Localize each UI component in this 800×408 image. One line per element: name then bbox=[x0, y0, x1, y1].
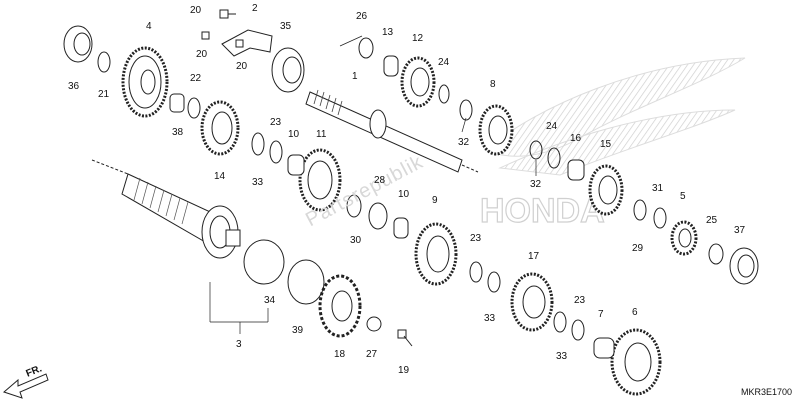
gear-9 bbox=[414, 222, 458, 286]
part-label-p33a: 33 bbox=[252, 177, 264, 188]
gear-17 bbox=[510, 272, 554, 332]
part-label-p16: 16 bbox=[570, 133, 582, 144]
part-label-p19: 19 bbox=[398, 365, 410, 376]
gear-12 bbox=[400, 56, 436, 108]
part-label-p11: 11 bbox=[316, 129, 327, 140]
part-label-p22: 22 bbox=[190, 73, 202, 84]
gear-6 bbox=[610, 328, 662, 396]
part-label-p23b: 23 bbox=[470, 233, 482, 244]
gear-4 bbox=[121, 46, 169, 118]
part-label-p2: 2 bbox=[252, 3, 258, 14]
collars bbox=[169, 55, 615, 359]
part-label-p33b: 33 bbox=[484, 313, 496, 324]
bracket-2 bbox=[221, 29, 273, 57]
diagram-code: MKR3E1700 bbox=[740, 387, 792, 397]
bearing-35 bbox=[271, 47, 305, 93]
part-label-p26: 26 bbox=[356, 11, 368, 22]
part-label-p4: 4 bbox=[146, 21, 152, 32]
part-label-p10a: 10 bbox=[288, 129, 300, 140]
part-label-p1: 1 bbox=[352, 71, 358, 82]
part-label-p30: 30 bbox=[350, 235, 362, 246]
part-label-p15: 15 bbox=[600, 139, 612, 150]
part-label-p20c: 20 bbox=[236, 61, 248, 72]
honda-wing-logo: HONDA bbox=[479, 57, 746, 231]
part-label-p29: 29 bbox=[632, 243, 644, 254]
washers-and-circlips bbox=[97, 37, 724, 341]
part-label-p20b: 20 bbox=[196, 49, 208, 60]
gear-15 bbox=[588, 164, 624, 216]
gear-5 bbox=[670, 220, 698, 256]
leader-lines bbox=[209, 35, 537, 334]
bolts bbox=[201, 9, 413, 347]
part-label-p36: 36 bbox=[68, 81, 80, 92]
part-label-p24b: 24 bbox=[546, 121, 558, 132]
part-label-p34: 34 bbox=[264, 295, 276, 306]
part-label-p10b: 10 bbox=[398, 189, 410, 200]
mainshaft bbox=[305, 89, 479, 173]
part-label-p20a: 20 bbox=[190, 5, 202, 16]
gear-11 bbox=[298, 148, 342, 212]
sprocket-18 bbox=[318, 274, 362, 338]
part-label-p24a: 24 bbox=[438, 57, 450, 68]
part-label-p35: 35 bbox=[280, 21, 292, 32]
part-label-p18: 18 bbox=[334, 349, 346, 360]
part-label-p38: 38 bbox=[172, 127, 184, 138]
part-label-p21: 21 bbox=[98, 89, 110, 100]
part-label-p6: 6 bbox=[632, 307, 638, 318]
part-label-p17: 17 bbox=[528, 251, 540, 262]
part-label-p33c: 33 bbox=[556, 351, 568, 362]
part-label-p14: 14 bbox=[214, 171, 226, 182]
part-label-p27: 27 bbox=[366, 349, 378, 360]
part-label-p31: 31 bbox=[652, 183, 664, 194]
brand-wordmark: HONDA bbox=[480, 192, 605, 230]
gear-14 bbox=[200, 100, 240, 156]
bearing-37 bbox=[729, 247, 759, 285]
part-label-p39: 39 bbox=[292, 325, 304, 336]
part-label-p28: 28 bbox=[374, 175, 386, 186]
front-direction-arrow bbox=[3, 373, 49, 399]
bearing-36 bbox=[63, 25, 93, 63]
part-label-p37: 37 bbox=[734, 225, 746, 236]
part-label-p7: 7 bbox=[598, 309, 604, 320]
part-label-p23c: 23 bbox=[574, 295, 586, 306]
gear-8 bbox=[478, 104, 514, 156]
part-label-p32b: 32 bbox=[530, 179, 542, 190]
part-label-p12: 12 bbox=[412, 33, 424, 44]
part-label-p25: 25 bbox=[706, 215, 718, 226]
part-label-p5: 5 bbox=[680, 191, 686, 202]
part-label-p13: 13 bbox=[382, 27, 394, 38]
part-label-p32a: 32 bbox=[458, 137, 470, 148]
part-label-p23a: 23 bbox=[270, 117, 282, 128]
countershaft bbox=[91, 159, 241, 259]
part-label-p8: 8 bbox=[490, 79, 496, 90]
part-label-p9: 9 bbox=[432, 195, 438, 206]
part-label-p3: 3 bbox=[236, 339, 242, 350]
